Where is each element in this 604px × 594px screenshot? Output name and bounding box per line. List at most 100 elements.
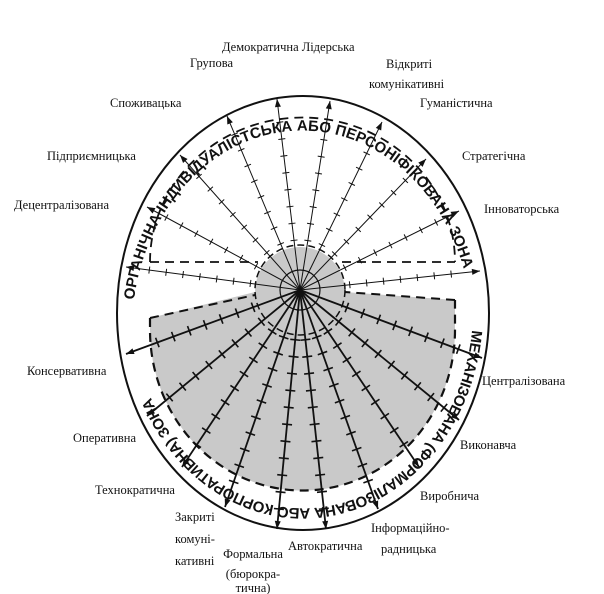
scale-tick — [307, 405, 318, 409]
label-formal-1: Формальна — [223, 547, 283, 561]
scale-tick — [439, 338, 445, 349]
scale-tick — [154, 337, 160, 348]
scale-tick — [309, 422, 320, 426]
scale-tick — [228, 479, 239, 485]
scale-tick — [178, 382, 187, 391]
scale-tick — [427, 392, 435, 402]
scale-tick — [275, 490, 286, 494]
arrow-head-icon — [450, 211, 459, 218]
arrow-head-icon — [224, 498, 231, 507]
scale-tick — [277, 242, 285, 246]
spokes — [125, 98, 483, 530]
scale-tick — [305, 389, 316, 392]
scale-tick — [374, 349, 382, 359]
label-open-comm-1: Відкриті — [386, 57, 433, 71]
arrow-head-icon — [274, 99, 281, 108]
spoke-line — [179, 154, 301, 291]
spoke-line — [299, 289, 483, 359]
scale-tick — [312, 189, 320, 192]
scale-tick — [340, 197, 348, 202]
outer-ellipse — [116, 95, 490, 531]
scale-tick — [211, 413, 221, 420]
arrow-head-icon — [412, 458, 419, 467]
arrow-head-icon — [372, 500, 379, 509]
scale-tick — [304, 239, 312, 242]
scale-tick — [250, 415, 261, 420]
scale-tick — [258, 342, 268, 350]
scale-tick — [249, 279, 252, 287]
label-group: Групова — [190, 56, 233, 70]
organic-zone-outline — [149, 116, 456, 263]
label-closed-comm-1: Закриті — [175, 510, 215, 524]
arrow-head-icon — [325, 101, 332, 110]
scale-tick — [252, 237, 259, 243]
scale-tick — [357, 462, 368, 468]
spoke-line — [125, 266, 301, 291]
label-closed-comm-2: комуні- — [175, 532, 215, 546]
arrow-head-icon — [418, 159, 426, 167]
label-info-2: радницька — [381, 542, 437, 556]
arrow-head-icon — [147, 408, 156, 416]
scale-tick — [403, 234, 408, 241]
arrow-head-icon — [182, 458, 189, 467]
scale-tick — [148, 266, 151, 274]
scale-tick — [245, 431, 256, 437]
scale-tick — [315, 473, 326, 477]
scale-tick — [205, 360, 213, 370]
scale-tick — [323, 366, 334, 372]
label-entrepreneurial: Підприємницька — [47, 149, 136, 163]
scale-tick — [348, 181, 356, 186]
scale-tick — [304, 372, 315, 375]
scale-tick — [306, 222, 315, 225]
scale-tick — [334, 317, 343, 327]
scale-tick — [278, 138, 286, 141]
scale-tick — [355, 166, 363, 171]
arrow-head-icon — [227, 116, 233, 125]
scale-tick — [311, 439, 322, 443]
label-decentralized: Децентралізована — [14, 198, 110, 212]
scale-tick — [285, 389, 296, 392]
scale-tick — [318, 507, 329, 511]
spoke-line — [181, 289, 301, 468]
scale-tick — [253, 262, 259, 270]
arrow-head-icon — [322, 520, 329, 529]
label-formal-3: тична) — [235, 581, 271, 594]
spoke-line — [299, 100, 331, 291]
scale-tick — [201, 427, 211, 435]
scale-tick — [182, 271, 184, 279]
scale-tick — [283, 406, 294, 409]
scale-tick — [328, 382, 339, 388]
arrow-head-icon — [180, 155, 188, 163]
scale-tick — [170, 331, 176, 342]
arrow-head-icon — [450, 412, 459, 420]
arrow-head-icon — [147, 207, 156, 214]
scale-tick — [333, 212, 341, 217]
scale-tick — [164, 214, 169, 221]
scale-tick — [196, 173, 202, 180]
spoke-line — [146, 289, 301, 417]
scale-tick — [277, 473, 288, 477]
scale-tick — [408, 326, 414, 337]
scale-tick — [402, 177, 409, 184]
scale-tick — [309, 205, 317, 209]
scale-tick — [387, 360, 396, 370]
label-consumer: Споживацька — [110, 96, 182, 110]
scale-tick — [288, 355, 299, 358]
spoke-line — [224, 289, 301, 508]
scale-tick — [234, 308, 240, 319]
scale-tick — [250, 179, 258, 184]
spoke-line — [125, 289, 301, 355]
spoke-line — [299, 289, 327, 530]
scale-tick — [390, 189, 397, 196]
scale-tick — [433, 272, 436, 280]
spoke-line — [276, 98, 301, 291]
arrow-head-icon — [274, 520, 281, 529]
scale-tick — [248, 356, 259, 364]
label-conservative: Консервативна — [27, 364, 107, 378]
scale-tick — [413, 381, 422, 391]
scale-tick — [357, 256, 363, 264]
spoke-line — [226, 115, 301, 291]
scale-tick — [241, 224, 248, 230]
scale-tick — [198, 273, 201, 281]
arrow-head-icon — [473, 352, 482, 359]
